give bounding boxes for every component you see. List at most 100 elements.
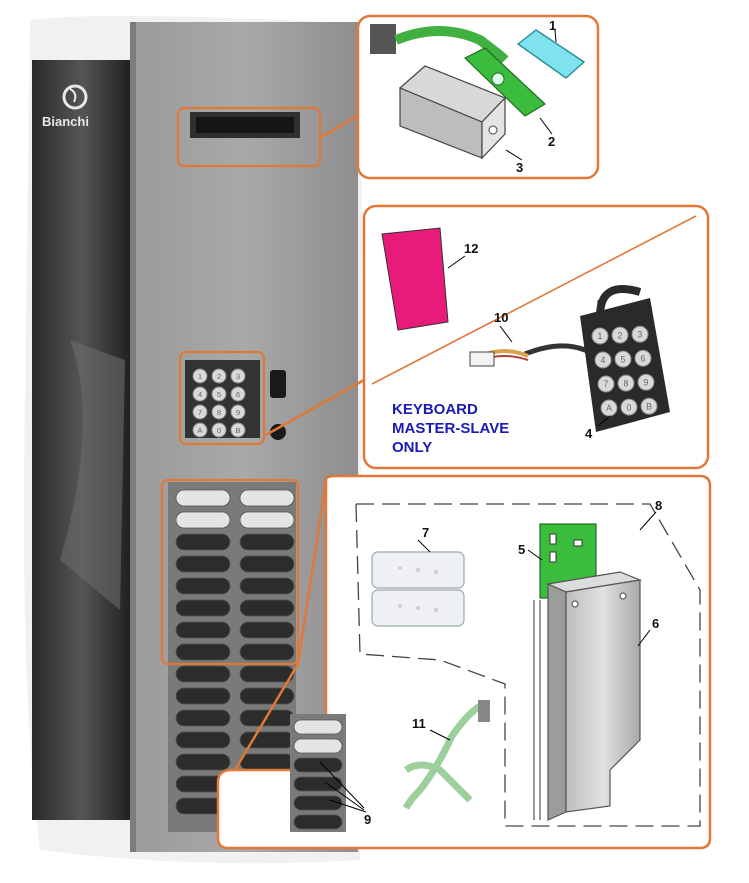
keypad-key: [211, 404, 227, 420]
part-label-12: 12: [464, 241, 478, 256]
keypad-key: [631, 325, 649, 343]
keypad-key-label: 5: [621, 354, 626, 364]
keypad-key: [591, 327, 609, 345]
selection-button: [239, 643, 295, 661]
coin-slot: [270, 370, 286, 398]
display-bracket-part: [398, 65, 507, 160]
keypad-key: [634, 349, 652, 367]
keypad-callout-line: [263, 378, 365, 438]
buttons-callout-line-bottom: [233, 663, 300, 771]
selection-button: [293, 757, 343, 773]
keyboard-note: KEYBOARD MASTER-SLAVE ONLY: [392, 401, 509, 456]
keypad-key-label: 9: [644, 377, 649, 387]
part-label-9: 9: [364, 812, 371, 827]
display-callout-box: [356, 14, 600, 180]
part-label-10: 10: [494, 310, 508, 325]
part-label-4: 4: [585, 426, 593, 441]
selection-button: [239, 665, 295, 683]
display-callout-line: [319, 113, 359, 140]
selection-button: [293, 776, 343, 792]
coin-return-button: [270, 424, 286, 440]
selection-button: [239, 687, 295, 705]
selection-button: [175, 709, 231, 727]
selection-button: [239, 753, 295, 771]
part-label-1: 1: [549, 18, 556, 33]
keypad-key: [600, 399, 618, 417]
keypad-key-label: 1: [198, 372, 202, 381]
keypad-key: [640, 397, 658, 415]
keyboard-divider-line: [371, 215, 697, 385]
selection-button: [239, 489, 295, 507]
keyboard-cable-connector: [469, 351, 495, 367]
selection-button: [175, 621, 231, 639]
selection-button: [239, 555, 295, 573]
keyboard-note-line-1: KEYBOARD: [392, 401, 478, 418]
keyboard-note-line-3: ONLY: [392, 439, 432, 456]
keypad-key: [594, 351, 612, 369]
keypad-key-label: 7: [604, 379, 609, 389]
keypad-key-label: A: [606, 403, 612, 413]
part-label-7: 7: [422, 525, 429, 540]
keypad-key: [211, 386, 227, 402]
kit-outline-dashed: [355, 503, 701, 827]
brand-name: Bianchi: [42, 114, 89, 129]
part-label-2: 2: [548, 134, 555, 149]
keyboard-note-line-2: MASTER-SLAVE: [392, 420, 509, 437]
keypad-key: [620, 398, 638, 416]
part-label-5: 5: [518, 542, 525, 557]
selection-button: [239, 599, 295, 617]
part-label-11: 11: [412, 716, 426, 731]
selection-button: [175, 753, 231, 771]
part-number-labels: 1 2 3 12 10 4 8 7 5 6 11 9: [364, 18, 662, 827]
selection-button: [175, 599, 231, 617]
display-glass-part: [516, 29, 586, 79]
keypad-key: [614, 350, 632, 368]
ribbon-connector: [478, 700, 490, 722]
keypad-key-label: 2: [217, 372, 221, 381]
keypad-key: [611, 326, 629, 344]
selection-button: [175, 533, 231, 551]
selection-button: [293, 795, 343, 811]
part-label-8: 8: [655, 498, 662, 513]
display-circuit-board-part: [463, 47, 546, 117]
keypad-key: [192, 422, 208, 438]
selection-button: [175, 577, 231, 595]
keypad-key: [192, 368, 208, 384]
button-labels-part: [290, 714, 346, 832]
keypad-key: [230, 422, 246, 438]
part-label-6: 6: [652, 616, 659, 631]
keypad-key: [637, 373, 655, 391]
selection-button: [293, 738, 343, 754]
keypad-key: [597, 375, 615, 393]
buttons-callout-line-top: [296, 479, 328, 665]
part-label-3: 3: [516, 160, 523, 175]
button-cover-part: [371, 551, 465, 627]
selection-button: [175, 731, 231, 749]
keypad-key-label: 0: [627, 402, 632, 412]
keypad-key-label: 4: [601, 355, 606, 365]
keypad-highlight-frame: [178, 350, 266, 446]
buttons-highlight-frame: [160, 478, 300, 666]
keypad-key-label: 3: [638, 329, 643, 339]
keypad-key-label: 7: [198, 408, 202, 417]
keypad-key-label: 5: [217, 390, 221, 399]
keypad-key-label: 2: [618, 330, 623, 340]
keypad-key-label: A: [197, 426, 203, 435]
keypad-key-label: 9: [236, 408, 240, 417]
button-rail-part: [533, 571, 643, 821]
bianchi-logo: Bianchi: [42, 84, 89, 129]
keypad-key-label: 6: [236, 390, 240, 399]
keypad-key-label: 6: [641, 353, 646, 363]
selection-button: [175, 665, 231, 683]
selection-button: [239, 577, 295, 595]
buttons-callout-box: [216, 474, 712, 850]
keypad-key-label: 8: [624, 378, 629, 388]
selection-button: [175, 555, 231, 573]
keypad-key: [230, 368, 246, 384]
selection-button: [175, 687, 231, 705]
keyboard-membrane-part: [381, 227, 449, 331]
